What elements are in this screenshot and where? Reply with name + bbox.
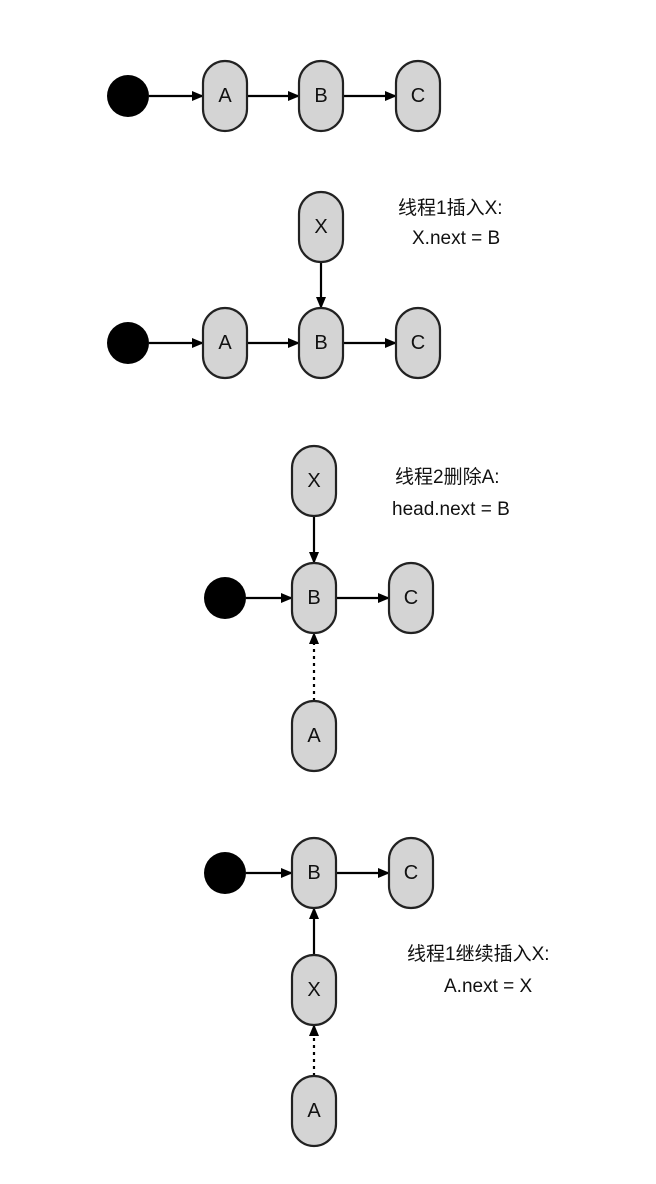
node-c: C	[394, 306, 442, 380]
node-label: C	[404, 587, 418, 609]
node-label: B	[314, 332, 327, 354]
head-pointer	[107, 75, 149, 117]
node-c: C	[387, 836, 435, 910]
node-label: A	[218, 85, 232, 107]
node-label: A	[218, 332, 232, 354]
node-label: A	[307, 725, 321, 747]
node-label: A	[307, 1100, 321, 1122]
node-label: X	[314, 216, 327, 238]
stage-3: X B C A 线程2删除A: head.next = B	[204, 444, 510, 773]
caption-title: 线程1继续插入X:	[407, 943, 550, 965]
caption-code: head.next = B	[392, 499, 510, 520]
node-a: A	[201, 59, 249, 133]
node-label: C	[404, 862, 418, 884]
node-x: X	[297, 190, 345, 264]
node-label: B	[314, 85, 327, 107]
node-b: B	[297, 59, 345, 133]
head-pointer	[107, 322, 149, 364]
node-label: C	[411, 332, 425, 354]
node-b: B	[290, 836, 338, 910]
head-pointer	[204, 852, 246, 894]
node-label: X	[307, 979, 320, 1001]
node-label: B	[307, 862, 320, 884]
node-b: B	[290, 561, 338, 635]
node-label: B	[307, 587, 320, 609]
node-c: C	[394, 59, 442, 133]
caption-title: 线程1插入X:	[398, 197, 503, 219]
caption-code: X.next = B	[412, 228, 500, 249]
caption-code: A.next = X	[444, 976, 533, 997]
node-b: B	[297, 306, 345, 380]
node-x: X	[290, 953, 338, 1027]
node-label: C	[411, 85, 425, 107]
node-x: X	[290, 444, 338, 518]
stage-4: B C X A 线程1继续插入X: A.next = X	[204, 836, 550, 1148]
node-a: A	[201, 306, 249, 380]
node-c: C	[387, 561, 435, 635]
stage-1: A B C	[107, 59, 442, 133]
node-a: A	[290, 699, 338, 773]
caption-title: 线程2删除A:	[395, 466, 500, 488]
stage-2: X A B C 线程1插入X: X.next = B	[107, 190, 503, 380]
node-label: X	[307, 470, 320, 492]
head-pointer	[204, 577, 246, 619]
node-a: A	[290, 1074, 338, 1148]
